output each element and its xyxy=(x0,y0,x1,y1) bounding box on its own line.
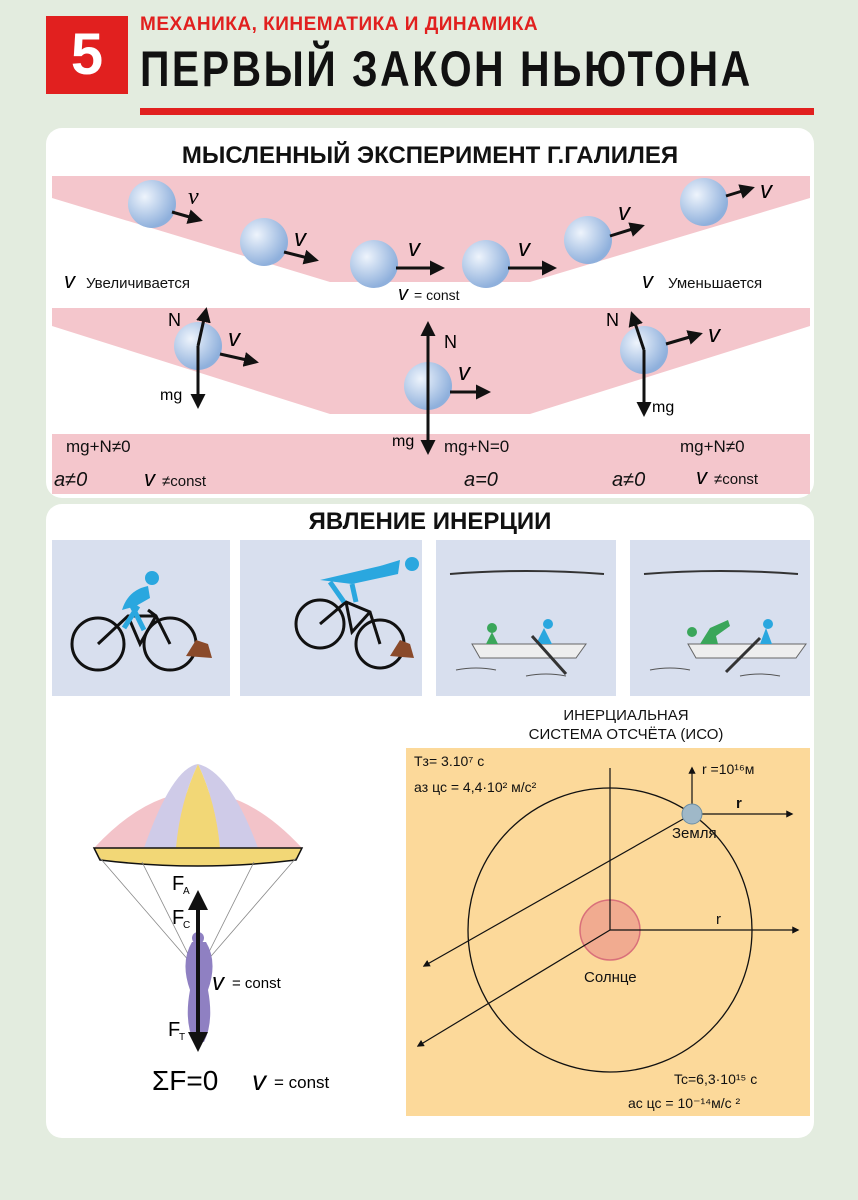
velocity-arrow xyxy=(171,209,203,224)
v-const-label: = const xyxy=(232,975,282,992)
ball xyxy=(462,240,510,288)
cyclist-riding-image xyxy=(52,540,230,696)
earth-label: Земля xyxy=(672,825,717,842)
increases-label: Увеличивается xyxy=(86,275,190,292)
mg-label: mg xyxy=(392,433,414,450)
v-label: v xyxy=(64,268,77,293)
normal-force-arrow xyxy=(196,307,211,347)
galileo-title: МЫСЛЕННЫЙ ЭКСПЕРИМЕНТ Г.ГАЛИЛЕЯ xyxy=(181,142,679,169)
fa-label: F xyxy=(172,873,184,895)
r-label-sun: r xyxy=(716,911,721,928)
velocity-arrow xyxy=(219,352,259,367)
ball xyxy=(240,218,288,266)
fc-sub: C xyxy=(183,920,190,931)
ball xyxy=(564,216,612,264)
boat-moving-image xyxy=(436,540,616,696)
v-label: v xyxy=(212,969,226,996)
section-number: 5 xyxy=(46,16,128,94)
v-label: v xyxy=(458,359,472,386)
ft-sub: T xyxy=(179,1032,185,1043)
iso-diagram: Tз= 3.10⁷ с aз цс = 4,4·10² м/с² r =10¹⁶… xyxy=(406,748,810,1116)
accel-right: a≠0 xyxy=(612,469,645,491)
earth-accel: aз цс = 4,4·10² м/с² xyxy=(414,779,537,795)
v-label: v xyxy=(696,464,709,489)
formula-left: mg+N≠0 xyxy=(66,437,131,456)
normal-force-arrow xyxy=(628,311,646,351)
v-label: v xyxy=(228,325,242,352)
cyclist-falling-image xyxy=(240,540,422,696)
n-label: N xyxy=(168,310,181,330)
accel-left: a≠0 xyxy=(54,469,87,491)
accel-mid: a=0 xyxy=(464,469,498,491)
v-label: v xyxy=(398,283,409,305)
fc-label: F xyxy=(172,907,184,929)
iso-title-line1: ИНЕРЦИАЛЬНАЯ xyxy=(563,707,689,724)
velocity-arrow xyxy=(609,222,645,238)
boat-stopped-image xyxy=(630,540,810,696)
inertia-title: ЯВЛЕНИЕ ИНЕРЦИИ xyxy=(308,508,552,535)
sun-label: Солнце xyxy=(584,969,637,986)
iso-title-line2: СИСТЕМА ОТСЧЁТА (ИСО) xyxy=(528,726,724,743)
mg-label: mg xyxy=(160,387,182,404)
sum-force-formula: ΣF=0 xyxy=(152,1065,218,1096)
v-label: v xyxy=(188,184,199,210)
earth-period: Tз= 3.10⁷ с xyxy=(414,753,484,769)
const-label: = const xyxy=(414,287,460,303)
formula-mid: mg+N=0 xyxy=(444,437,509,456)
velocity-arrow xyxy=(283,249,319,265)
page-title: ПЕРВЫЙ ЗАКОН НЬЮТОНА xyxy=(140,41,753,97)
v-label: v xyxy=(518,235,532,262)
n-label: N xyxy=(606,310,619,330)
v-label: v xyxy=(760,177,774,204)
v-not-const-right: ≠const xyxy=(714,471,759,488)
parachute-diagram: F A F C F T v = const ΣF=0 v = const xyxy=(92,764,330,1096)
ft-label: F xyxy=(168,1019,180,1041)
v-label: v xyxy=(708,321,722,348)
sum-v-const: = const xyxy=(274,1073,330,1092)
velocity-arrow xyxy=(725,184,755,199)
galileo-diagram: v v v v v v v Увеличивается v = const v … xyxy=(52,176,810,494)
n-label: N xyxy=(444,332,457,352)
v-label: v xyxy=(144,466,157,491)
title-underline xyxy=(140,108,814,115)
v-not-const-left: ≠const xyxy=(162,473,207,490)
ball xyxy=(128,180,176,228)
section-subtitle: МЕХАНИКА, КИНЕМАТИКА И ДИНАМИКА xyxy=(140,14,539,35)
v-label: v xyxy=(408,235,422,262)
earth xyxy=(681,803,703,825)
formula-right: mg+N≠0 xyxy=(680,437,745,456)
iso-title: ИНЕРЦИАЛЬНАЯ СИСТЕМА ОТСЧЁТА (ИСО) xyxy=(436,706,816,744)
velocity-arrow xyxy=(665,330,703,346)
r-value: r =10¹⁶м xyxy=(702,761,754,777)
v-label: v xyxy=(252,1065,268,1096)
v-label: v xyxy=(642,268,655,293)
sun-accel: ac цс = 10⁻¹⁴м/с ² xyxy=(628,1095,741,1111)
r-label-earth: r xyxy=(736,795,742,812)
ball xyxy=(350,240,398,288)
ball xyxy=(680,178,728,226)
mg-label: mg xyxy=(652,399,674,416)
sun-period: Tc=6,3·10¹⁵ с xyxy=(674,1071,757,1087)
v-label: v xyxy=(294,225,308,252)
v-label: v xyxy=(618,199,632,226)
decreases-label: Уменьшается xyxy=(668,275,762,292)
fa-sub: A xyxy=(183,886,190,897)
